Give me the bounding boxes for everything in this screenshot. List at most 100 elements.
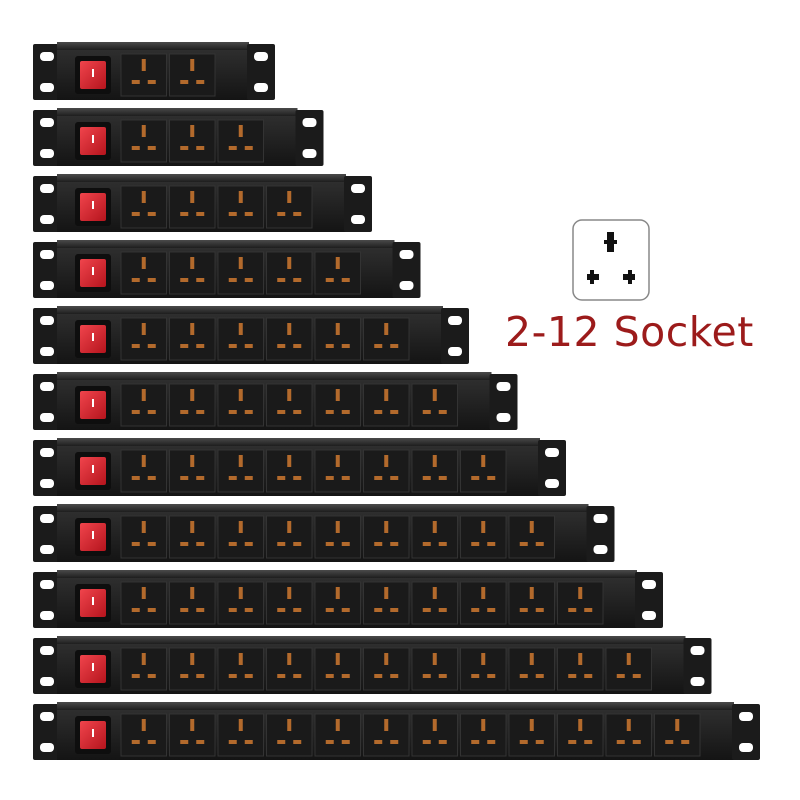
socket-contact-top	[335, 653, 340, 665]
socket-contact-top	[287, 323, 292, 335]
socket-contact-left	[277, 410, 286, 414]
socket-contact-left	[131, 674, 140, 678]
socket-contact-right	[196, 608, 205, 612]
power-switch-mark	[92, 729, 94, 737]
socket-contact-top	[384, 587, 389, 599]
ear-hole	[40, 83, 54, 92]
socket-contact-left	[519, 740, 528, 744]
socket-contact-left	[228, 410, 237, 414]
socket-contact-top	[190, 719, 195, 731]
socket-contact-top	[578, 653, 583, 665]
socket-contact-right	[196, 278, 205, 282]
socket-contact-right	[341, 476, 350, 480]
power-switch-mark	[92, 531, 94, 539]
socket-contact-right	[244, 212, 253, 216]
socket-contact-top	[238, 389, 243, 401]
socket-contact-right	[147, 278, 156, 282]
socket-contact-top	[384, 719, 389, 731]
socket-contact-right	[341, 542, 350, 546]
socket-contact-top	[432, 719, 437, 731]
ear-hole	[40, 448, 54, 457]
socket-contact-left	[374, 344, 383, 348]
ear-hole	[40, 250, 54, 259]
ear-hole	[399, 281, 414, 290]
socket-contact-top	[481, 455, 486, 467]
socket-contact-left	[277, 476, 286, 480]
socket-contact-left	[131, 80, 140, 84]
socket-contact-right	[535, 608, 544, 612]
socket-contact-right	[147, 542, 156, 546]
socket-contact-right	[244, 476, 253, 480]
socket-contact-left	[180, 344, 189, 348]
socket-contact-top	[335, 455, 340, 467]
ear-hole	[40, 382, 54, 391]
socket-contact-top	[141, 125, 146, 137]
socket-contact-top	[190, 389, 195, 401]
socket-contact-left	[180, 278, 189, 282]
ear-hole	[448, 316, 462, 325]
socket	[411, 449, 458, 493]
mounting-ear-left	[33, 176, 61, 232]
socket-contact-top	[238, 521, 243, 533]
socket-contact-left	[277, 278, 286, 282]
socket-contact-top	[578, 719, 583, 731]
ear-hole	[448, 347, 462, 356]
ear-hole	[254, 83, 268, 92]
socket-contact-left	[616, 740, 625, 744]
socket-contact-left	[325, 344, 334, 348]
mounting-ear-right	[392, 242, 421, 298]
ear-hole	[40, 743, 54, 752]
socket	[217, 449, 264, 493]
socket-range-caption: 2-12 Socket	[505, 308, 754, 356]
socket-contact-top	[287, 389, 292, 401]
socket	[557, 647, 604, 691]
pdu-strip	[33, 438, 566, 496]
mounting-ear-left	[33, 308, 61, 364]
socket-contact-right	[244, 410, 253, 414]
socket-contact-right	[487, 674, 496, 678]
socket-contact-top	[287, 191, 292, 203]
socket-contact-right	[341, 344, 350, 348]
socket-contact-right	[244, 278, 253, 282]
ear-hole	[40, 184, 54, 193]
socket-contact-top	[432, 389, 437, 401]
pdu-strip	[33, 504, 615, 562]
mounting-ear-right	[586, 506, 615, 562]
socket-contact-left	[277, 608, 286, 612]
socket-contact-left	[616, 674, 625, 678]
socket-contact-right	[438, 410, 447, 414]
socket-contact-right	[390, 542, 399, 546]
power-switch-mark	[92, 465, 94, 473]
socket-contact-right	[438, 476, 447, 480]
socket-contact-left	[568, 608, 577, 612]
socket-contact-right	[196, 80, 205, 84]
socket-contact-top	[578, 587, 583, 599]
ear-hole	[690, 677, 705, 686]
socket-contact-top	[190, 125, 195, 137]
socket-contact-right	[535, 542, 544, 546]
socket-contact-left	[471, 740, 480, 744]
socket-contact-right	[438, 608, 447, 612]
socket-contact-right	[535, 674, 544, 678]
socket-contact-right	[341, 278, 350, 282]
socket-contact-left	[277, 740, 286, 744]
mounting-ear-right	[683, 638, 712, 694]
power-switch-mark	[92, 663, 94, 671]
socket-contact-left	[519, 542, 528, 546]
socket-contact-right	[341, 740, 350, 744]
ear-hole	[40, 646, 54, 655]
socket-contact-right	[196, 674, 205, 678]
socket-contact-right	[293, 740, 302, 744]
ear-hole	[40, 215, 54, 224]
socket-contact-top	[432, 653, 437, 665]
pdu-top	[57, 240, 395, 248]
socket-contact-right	[196, 212, 205, 216]
socket-contact-right	[584, 674, 593, 678]
socket-contact-left	[325, 476, 334, 480]
socket-contact-top	[141, 389, 146, 401]
socket-contact-top	[238, 191, 243, 203]
socket-contact-top	[626, 719, 631, 731]
socket-contact-left	[325, 674, 334, 678]
socket-contact-left	[422, 542, 431, 546]
socket-contact-left	[131, 344, 140, 348]
